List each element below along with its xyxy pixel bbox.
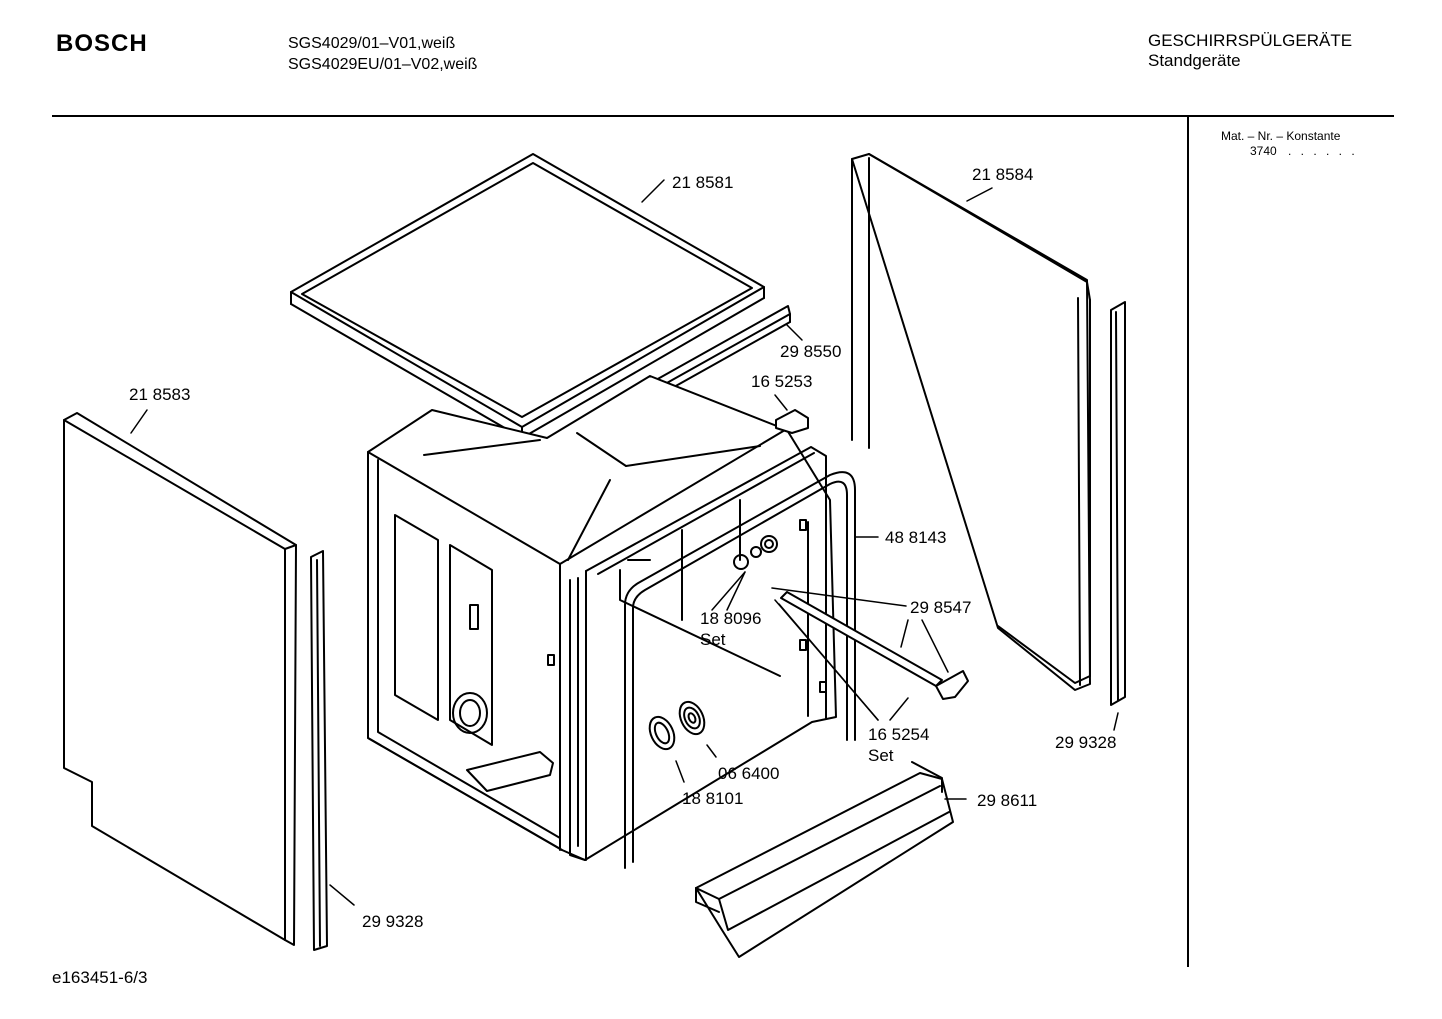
door-seal-drawing	[624, 471, 856, 869]
leader-lines	[130, 179, 1119, 906]
left-edge-strip-drawing	[310, 550, 328, 951]
label-left-edge-strip: 29 9328	[362, 912, 423, 931]
label-hinge-set-number: 16 5254	[868, 725, 929, 744]
category-subtitle: Standgeräte	[1148, 51, 1241, 70]
label-right-edge-strip: 29 9328	[1055, 733, 1116, 752]
mat-number-value: 3740	[1250, 144, 1277, 158]
hinge-bar-drawing	[780, 591, 969, 700]
label-seal-ring: 18 8101	[682, 789, 743, 808]
left-side-panel-drawing	[63, 412, 297, 946]
label-plinth: 29 8611	[977, 791, 1037, 810]
mat-number-dots: . . . . . .	[1288, 144, 1358, 158]
right-edge-strip-drawing	[1110, 301, 1126, 706]
part-labels: 21 8581 21 8584 29 8550 16 5253 21 8583 …	[129, 165, 1116, 931]
label-clip: 16 5253	[751, 372, 812, 391]
right-side-panel-drawing	[851, 153, 1091, 691]
label-right-side-panel: 21 8584	[972, 165, 1033, 184]
clip-drawing	[775, 409, 809, 434]
label-screw-set-number: 18 8096	[700, 609, 761, 628]
label-top-cover: 21 8581	[672, 173, 733, 192]
document-id: e163451-6/3	[52, 968, 148, 987]
category-title: GESCHIRRSPÜLGERÄTE	[1148, 31, 1353, 50]
mat-number-label: Mat. – Nr. – Konstante	[1221, 129, 1341, 143]
screws-drawing	[733, 535, 778, 570]
label-hinge: 29 8547	[910, 598, 971, 617]
label-screw-set-suffix: Set	[700, 630, 726, 649]
model-line-2: SGS4029EU/01–V02,weiß	[288, 56, 478, 73]
label-left-side-panel: 21 8583	[129, 385, 190, 404]
label-door-seal: 48 8143	[885, 528, 946, 547]
seal-ring-drawing	[648, 715, 676, 751]
label-top-trim: 29 8550	[780, 342, 841, 361]
header-divider	[52, 115, 1394, 117]
model-line-1: SGS4029/01–V01,weiß	[288, 35, 456, 52]
tub-body-drawing	[367, 375, 837, 861]
cap-drawing	[678, 700, 706, 736]
sidebar-divider	[1187, 117, 1189, 967]
brand-logo: BOSCH	[56, 30, 148, 57]
label-hinge-set-suffix: Set	[868, 746, 894, 765]
label-cap: 06 6400	[718, 764, 779, 783]
plinth-drawing	[695, 761, 954, 958]
